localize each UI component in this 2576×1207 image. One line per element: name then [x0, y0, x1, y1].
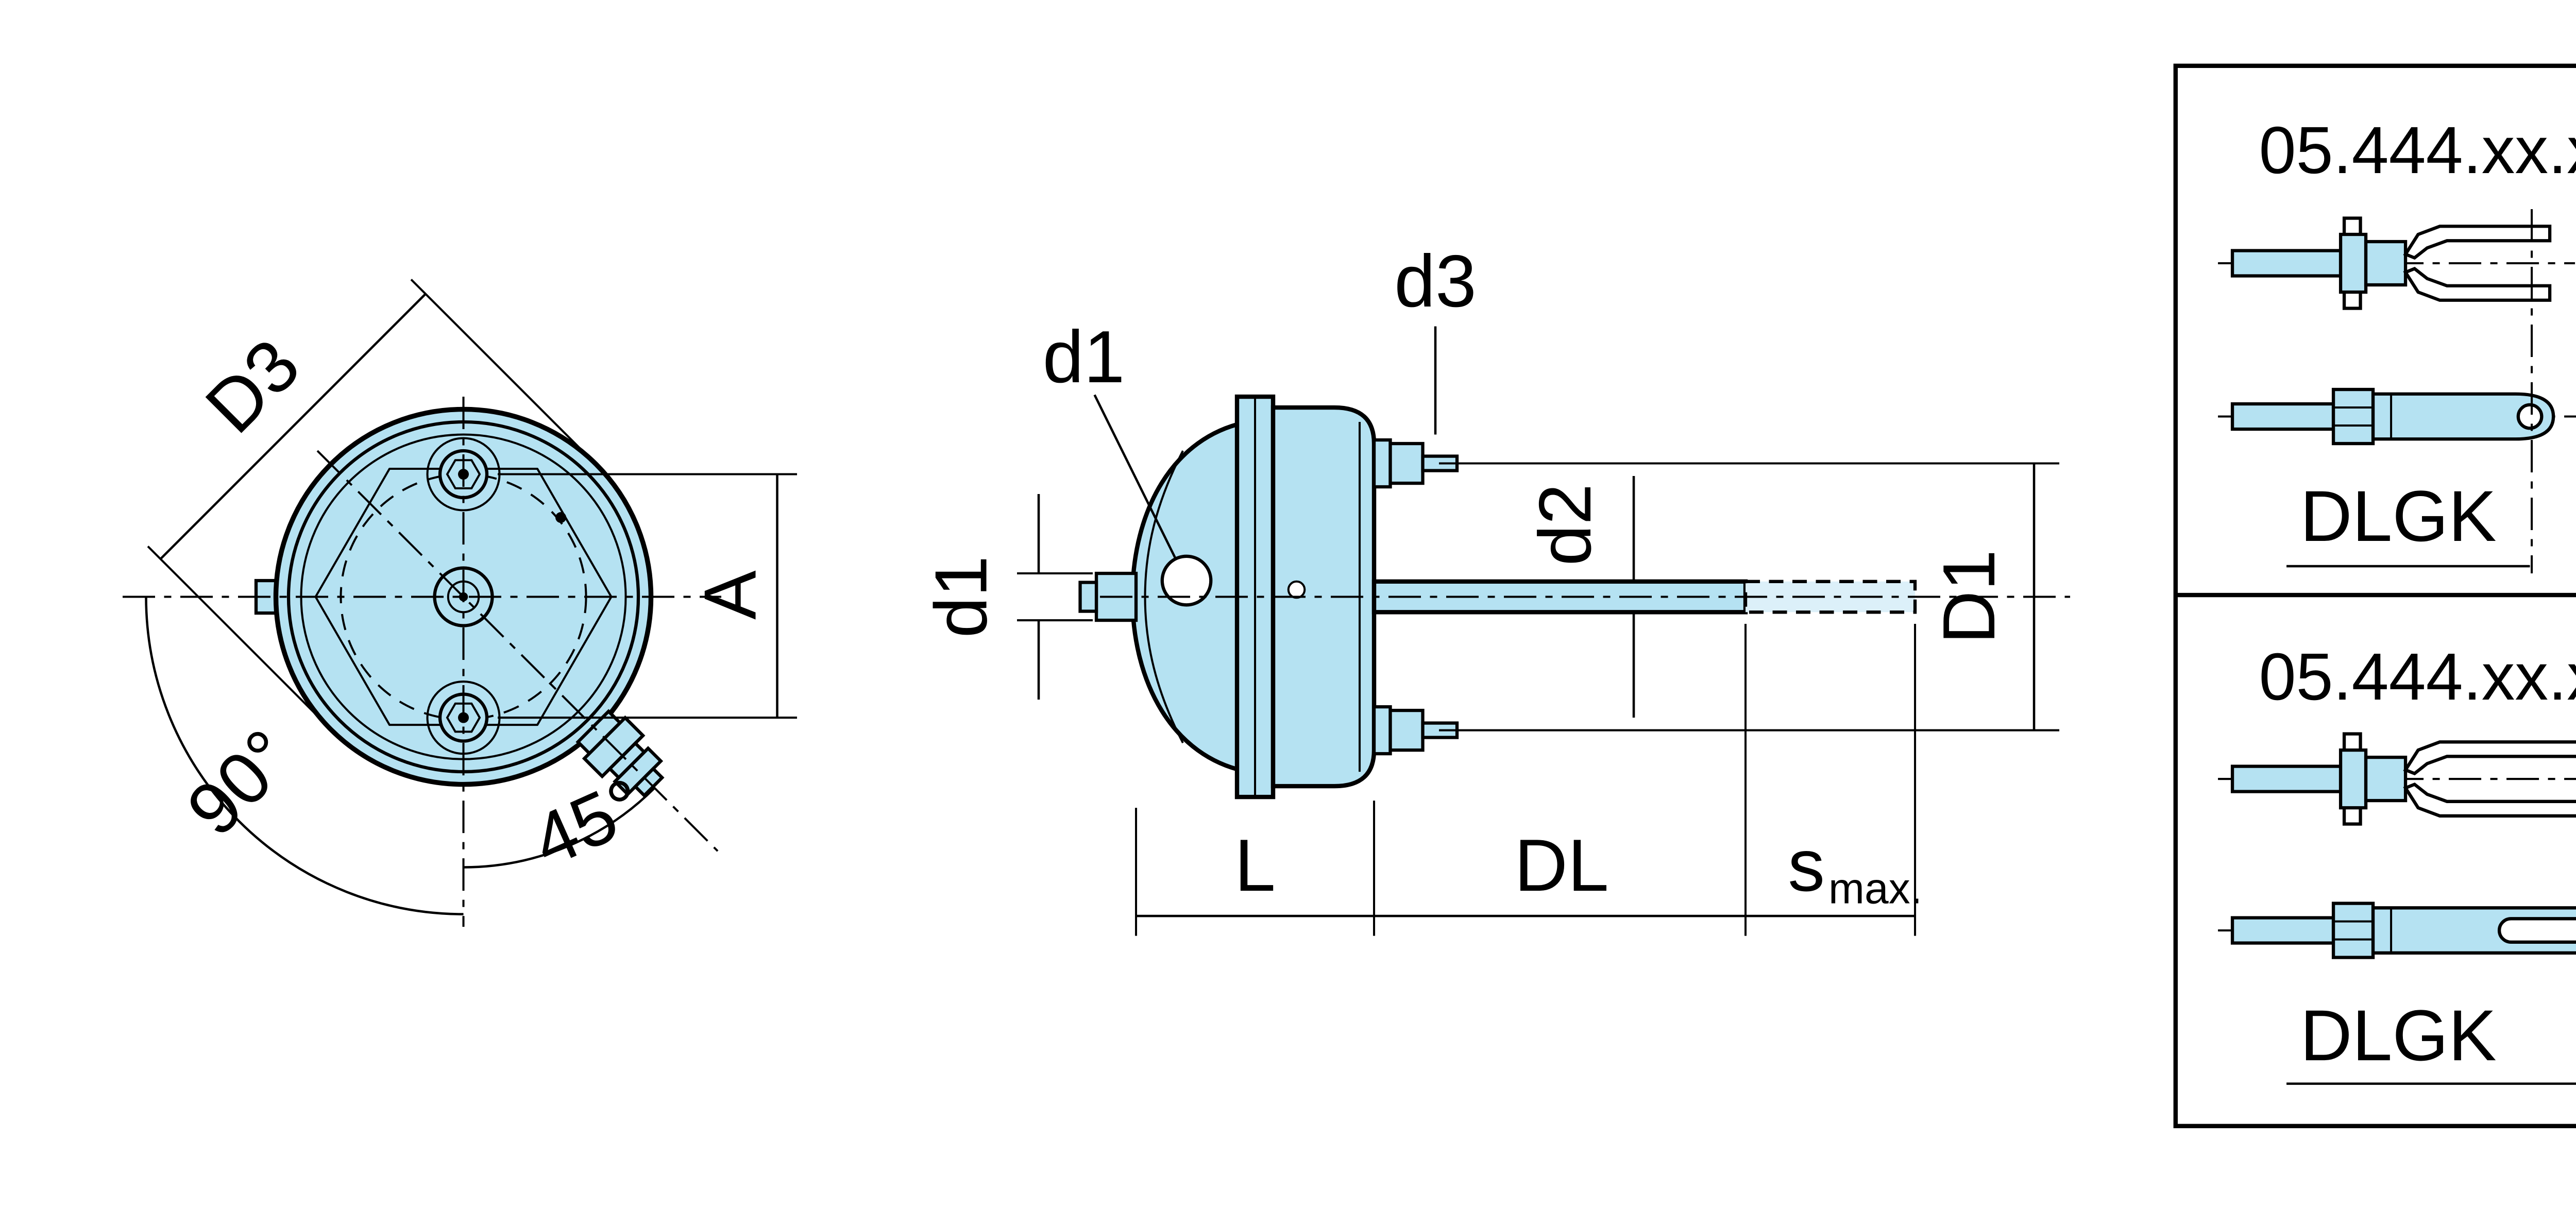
panel-section-1: 05.444.xx.xx.1: [2218, 113, 2576, 574]
mounting-stud-bottom: [1372, 705, 1459, 756]
fork-prong-lower: [2403, 782, 2576, 818]
front-view-body: [254, 406, 665, 798]
reference-panel: 05.444.xx.xx.1: [2173, 63, 2576, 1129]
slot: [2497, 917, 2576, 944]
rod: [2230, 402, 2335, 431]
vent-hole: [555, 512, 567, 523]
label-d3-stud: d3: [1394, 240, 1477, 322]
angle-90-arc: [145, 597, 464, 915]
front-view-centerlines: [123, 397, 722, 927]
port-hole-d1: [1160, 554, 1213, 607]
front-view: D3 A 90° 45°: [123, 279, 798, 927]
label-stroke-s-subscript: max.: [1828, 864, 1922, 913]
fork-prong-lower: [2403, 266, 2552, 302]
eye-hole: [2516, 403, 2544, 430]
eye-rod-drawing: [2218, 387, 2576, 446]
label-d2-rod: d2: [1524, 484, 1606, 566]
part-number-2: 05.444.xx.xx.2: [2259, 640, 2576, 714]
dlgk-label-2: DLGK: [2300, 995, 2496, 1076]
push-rod-extended-stroke: [1743, 580, 1917, 614]
label-bolt-spacing-a: A: [689, 570, 772, 620]
angle-45-arc: [463, 787, 656, 869]
hex-adapter: [2331, 387, 2375, 446]
label-d3-diameter: D3: [190, 324, 315, 449]
label-d1-callout: d1: [1043, 316, 1125, 398]
side-view-body: [1078, 394, 2071, 800]
side-view-dimensions: d1 d1 d3 d2 D1: [920, 240, 2060, 936]
rod: [2230, 764, 2343, 793]
panel-section-2: 05.444.xx.xx.2: [2218, 640, 2576, 1085]
d3-extension-line: [147, 546, 322, 720]
label-length-L: L: [1234, 824, 1276, 907]
hex-adapter: [2331, 902, 2375, 959]
label-angle-90: 90°: [172, 714, 309, 852]
label-stroke-s: s: [1788, 824, 1825, 907]
port-axis-centerline: [316, 450, 719, 852]
slotted-rod-drawing: [2218, 902, 2576, 959]
drain-hole: [1287, 580, 1306, 599]
rod: [2230, 249, 2343, 278]
clevis-long-drawing: [2218, 732, 2576, 826]
d3-dimension-line: [159, 293, 427, 560]
d1-leader-line: [1093, 394, 1177, 560]
d3-extension-line: [410, 279, 585, 453]
clevis-short-drawing: [2218, 216, 2575, 310]
fork-prong-upper: [2403, 225, 2552, 260]
clamp: [2338, 748, 2368, 810]
label-D1-diameter: D1: [1928, 550, 2010, 644]
label-d1-port: d1: [920, 556, 1003, 638]
label-length-DL: DL: [1514, 824, 1608, 907]
clamp: [2338, 232, 2368, 294]
side-view: d1 d1 d3 d2 D1: [920, 240, 2071, 936]
rod: [2230, 916, 2335, 945]
part-number-1: 05.444.xx.xx.1: [2259, 113, 2576, 188]
air-port-nipple: [1078, 581, 1098, 613]
fork-prong-upper: [2403, 740, 2576, 776]
dlgk-label-1: DLGK: [2300, 475, 2496, 556]
